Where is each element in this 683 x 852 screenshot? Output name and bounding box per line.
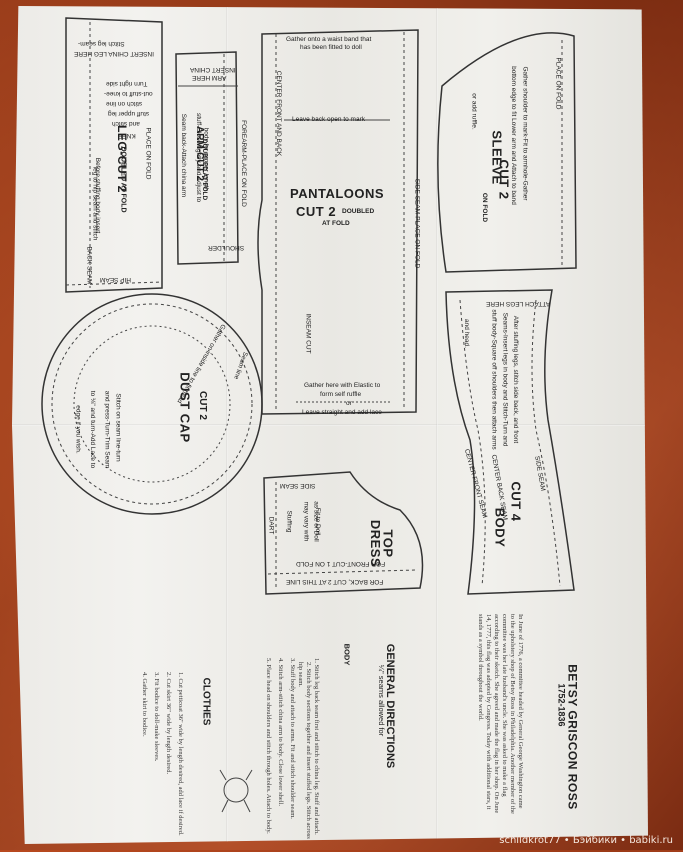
pantaloons-fold: AT FOLD — [322, 220, 350, 227]
pantaloons-line: Leave straight and add lace — [302, 409, 382, 416]
pantaloons-line: Gather onto a waist band that — [286, 36, 372, 43]
pantaloons-cut-note: DOUBLED — [342, 208, 375, 215]
photo-credit: schildkrot77 • Бэйбики • babiki.ru — [499, 835, 673, 846]
pantaloons-line: has been fitted to doll — [300, 44, 362, 51]
pantaloons-cut: CUT 2 — [296, 204, 337, 219]
pattern-sheet — [12, 6, 648, 844]
pantaloons-line: Leave back open to mark — [292, 116, 365, 123]
pantaloons-line: Gather here with Elastic to — [304, 382, 381, 389]
pantaloons-line: or — [346, 400, 352, 407]
pantaloons-line: form self ruffle — [320, 391, 362, 398]
fold-crease-vertical-2 — [436, 6, 438, 844]
fold-crease-horizontal — [12, 424, 648, 426]
pantaloons-title: PANTALOONS — [290, 186, 385, 201]
